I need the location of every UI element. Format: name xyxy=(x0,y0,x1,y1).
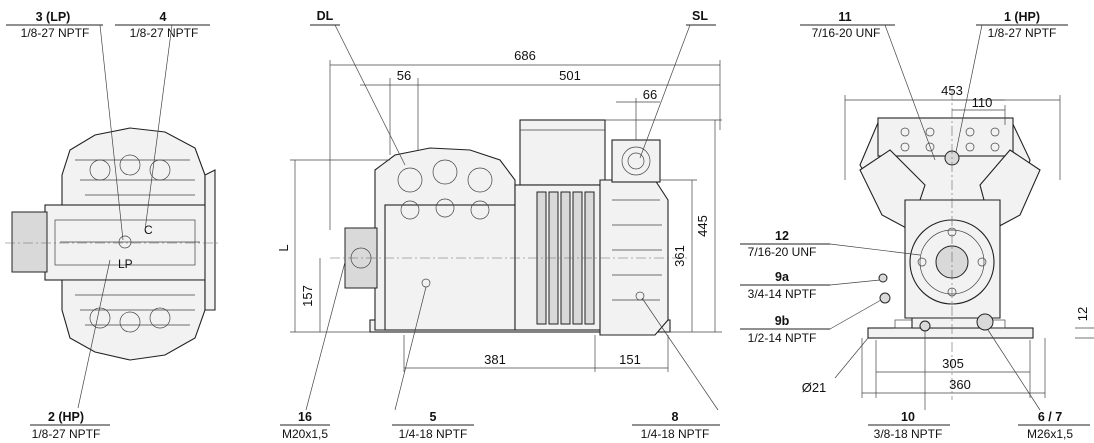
callout-2-spec: 1/8-27 NPTF xyxy=(32,427,101,441)
callout-4-spec: 1/8-27 NPTF xyxy=(130,26,199,40)
callout-6-7-number: 6 / 7 xyxy=(1038,410,1062,424)
callout-9a: 9a 3/4-14 NPTF xyxy=(740,270,881,301)
dim-305: 305 xyxy=(942,356,964,371)
callout-6-7-spec: M26x1,5 xyxy=(1027,427,1073,441)
dim-453: 453 xyxy=(941,83,963,98)
front-view: 453 110 305 360 Ø21 12 11 7/16-20 UNF xyxy=(740,10,1094,441)
callout-11: 11 7/16-20 UNF xyxy=(800,10,936,161)
callout-4: 4 1/8-27 NPTF xyxy=(115,10,210,231)
dim-66: 66 xyxy=(643,87,657,102)
dim-12: 12 xyxy=(1075,307,1090,321)
callout-10-number: 10 xyxy=(901,410,915,424)
callout-12-spec: 7/16-20 UNF xyxy=(748,245,817,259)
callout-8-spec: 1/4-18 NPTF xyxy=(641,427,710,441)
label-l: L xyxy=(276,244,291,251)
front-compressor-body xyxy=(859,90,1041,400)
callout-9b: 9b 1/2-14 NPTF xyxy=(740,299,882,345)
dim-501: 501 xyxy=(559,68,581,83)
side-view: 686 56 501 66 445 361 L 157 381 151 xyxy=(276,9,722,441)
mark-lp: LP xyxy=(118,257,133,271)
callout-5-spec: 1/4-18 NPTF xyxy=(399,427,468,441)
callout-3-number: 3 (LP) xyxy=(36,10,71,24)
callout-3: 3 (LP) 1/8-27 NPTF xyxy=(6,10,124,241)
left-compressor-body xyxy=(5,127,220,361)
callout-9a-number: 9a xyxy=(775,270,790,284)
callout-8-number: 8 xyxy=(672,410,679,424)
callout-6-7: 6 / 7 M26x1,5 xyxy=(987,329,1090,441)
callout-9a-spec: 3/4-14 NPTF xyxy=(748,287,817,301)
callout-1: 1 (HP) 1/8-27 NPTF xyxy=(955,10,1068,153)
mark-c: C xyxy=(144,223,153,237)
dim-360: 360 xyxy=(949,377,971,392)
callout-1-number: 1 (HP) xyxy=(1004,10,1040,24)
callout-16-number: 16 xyxy=(298,410,312,424)
dim-445: 445 xyxy=(695,215,710,237)
dim-diameter-21: Ø21 xyxy=(802,380,827,395)
callout-2: 2 (HP) 1/8-27 NPTF xyxy=(30,259,111,441)
callout-9b-spec: 1/2-14 NPTF xyxy=(748,331,817,345)
label-dl: DL xyxy=(317,9,334,23)
callout-16: 16 M20x1,5 xyxy=(280,261,346,441)
side-compressor-body xyxy=(330,119,690,336)
callout-3-spec: 1/8-27 NPTF xyxy=(21,26,90,40)
callout-11-spec: 7/16-20 UNF xyxy=(812,26,881,40)
dim-56: 56 xyxy=(397,68,411,83)
callout-2-number: 2 (HP) xyxy=(48,410,84,424)
callout-12-number: 12 xyxy=(775,229,789,243)
left-view: C LP 3 (LP) 1/8-27 NPTF 4 1/8-27 NPTF 2 … xyxy=(5,10,220,441)
callout-5: 5 1/4-18 NPTF xyxy=(392,286,474,441)
dim-157: 157 xyxy=(300,285,315,307)
callout-10: 10 3/8-18 NPTF xyxy=(868,330,950,441)
callout-4-number: 4 xyxy=(160,10,167,24)
callout-9b-number: 9b xyxy=(775,314,790,328)
callout-11-number: 11 xyxy=(838,10,851,24)
dim-110: 110 xyxy=(972,95,993,110)
callout-1-spec: 1/8-27 NPTF xyxy=(988,26,1057,40)
callout-16-spec: M20x1,5 xyxy=(282,427,328,441)
dim-686: 686 xyxy=(514,48,536,63)
dim-381: 381 xyxy=(484,352,506,367)
callout-8: 8 1/4-18 NPTF xyxy=(632,297,720,441)
callout-12: 12 7/16-20 UNF xyxy=(740,229,921,259)
dim-361: 361 xyxy=(672,245,687,267)
label-sl: SL xyxy=(692,9,708,23)
dim-151: 151 xyxy=(619,352,641,367)
callout-10-spec: 3/8-18 NPTF xyxy=(874,427,943,441)
callout-5-number: 5 xyxy=(430,410,437,424)
